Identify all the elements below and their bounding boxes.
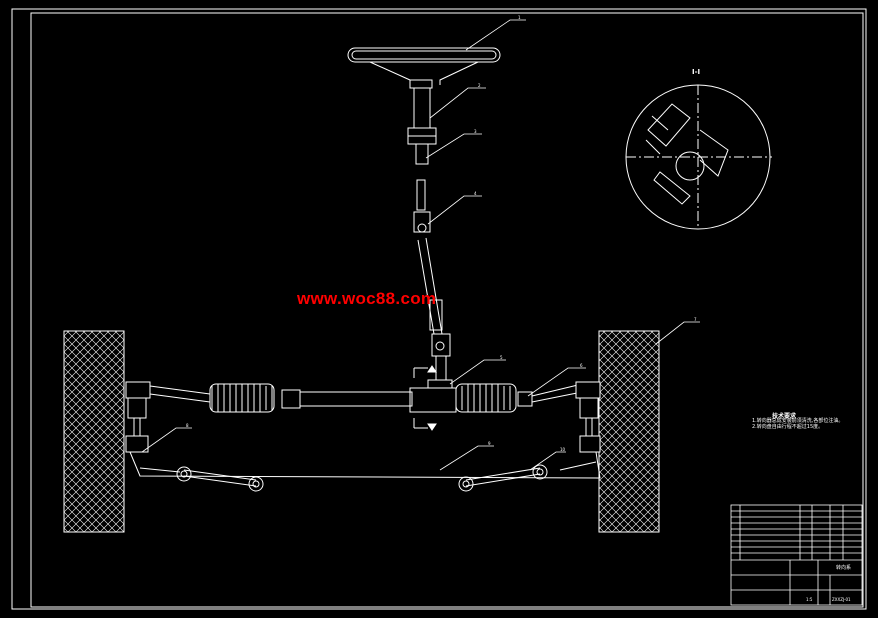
steering-wheel	[347, 47, 501, 89]
balloon-10: 10	[560, 447, 566, 452]
inner-border	[30, 12, 864, 608]
steering-column	[407, 87, 451, 381]
drawing-number: ZXXZJ-01	[832, 597, 851, 602]
steering-knuckles	[125, 381, 601, 453]
tech-requirement-line: 1.转向器总成安装前须清洗,各部位注油。	[752, 418, 844, 424]
balloon-1: 1	[518, 15, 521, 20]
balloon-6: 6	[580, 363, 583, 368]
outer-border	[11, 8, 867, 610]
balloon-8: 8	[186, 423, 189, 428]
balloon-2: 2	[478, 83, 481, 88]
section-markers	[413, 365, 437, 431]
tech-requirements-title: 技术要求	[772, 413, 797, 420]
tech-requirements: 1.转向器总成安装前须清洗,各部位注油。 2.转向盘自由行程不超过15度。	[752, 418, 843, 430]
section-view	[625, 84, 772, 230]
balloon-9: 9	[488, 441, 491, 446]
title-block	[730, 504, 863, 606]
section-view-label: I-I	[692, 68, 701, 76]
drawing-scale: 1:5	[806, 597, 813, 602]
left-wheel	[63, 330, 125, 533]
tech-requirement-line: 2.转向盘自由行程不超过15度。	[752, 424, 824, 430]
leader-lines	[141, 19, 700, 471]
balloon-5: 5	[500, 355, 503, 360]
drawing-title: 转向系	[836, 565, 852, 571]
watermark: www.woc88.com	[297, 289, 437, 308]
lower-linkage	[129, 451, 601, 492]
balloon-4: 4	[474, 191, 477, 196]
rack-housing	[149, 379, 583, 413]
balloon-7: 7	[694, 317, 697, 322]
right-wheel	[598, 330, 660, 533]
balloon-3: 3	[474, 129, 477, 134]
